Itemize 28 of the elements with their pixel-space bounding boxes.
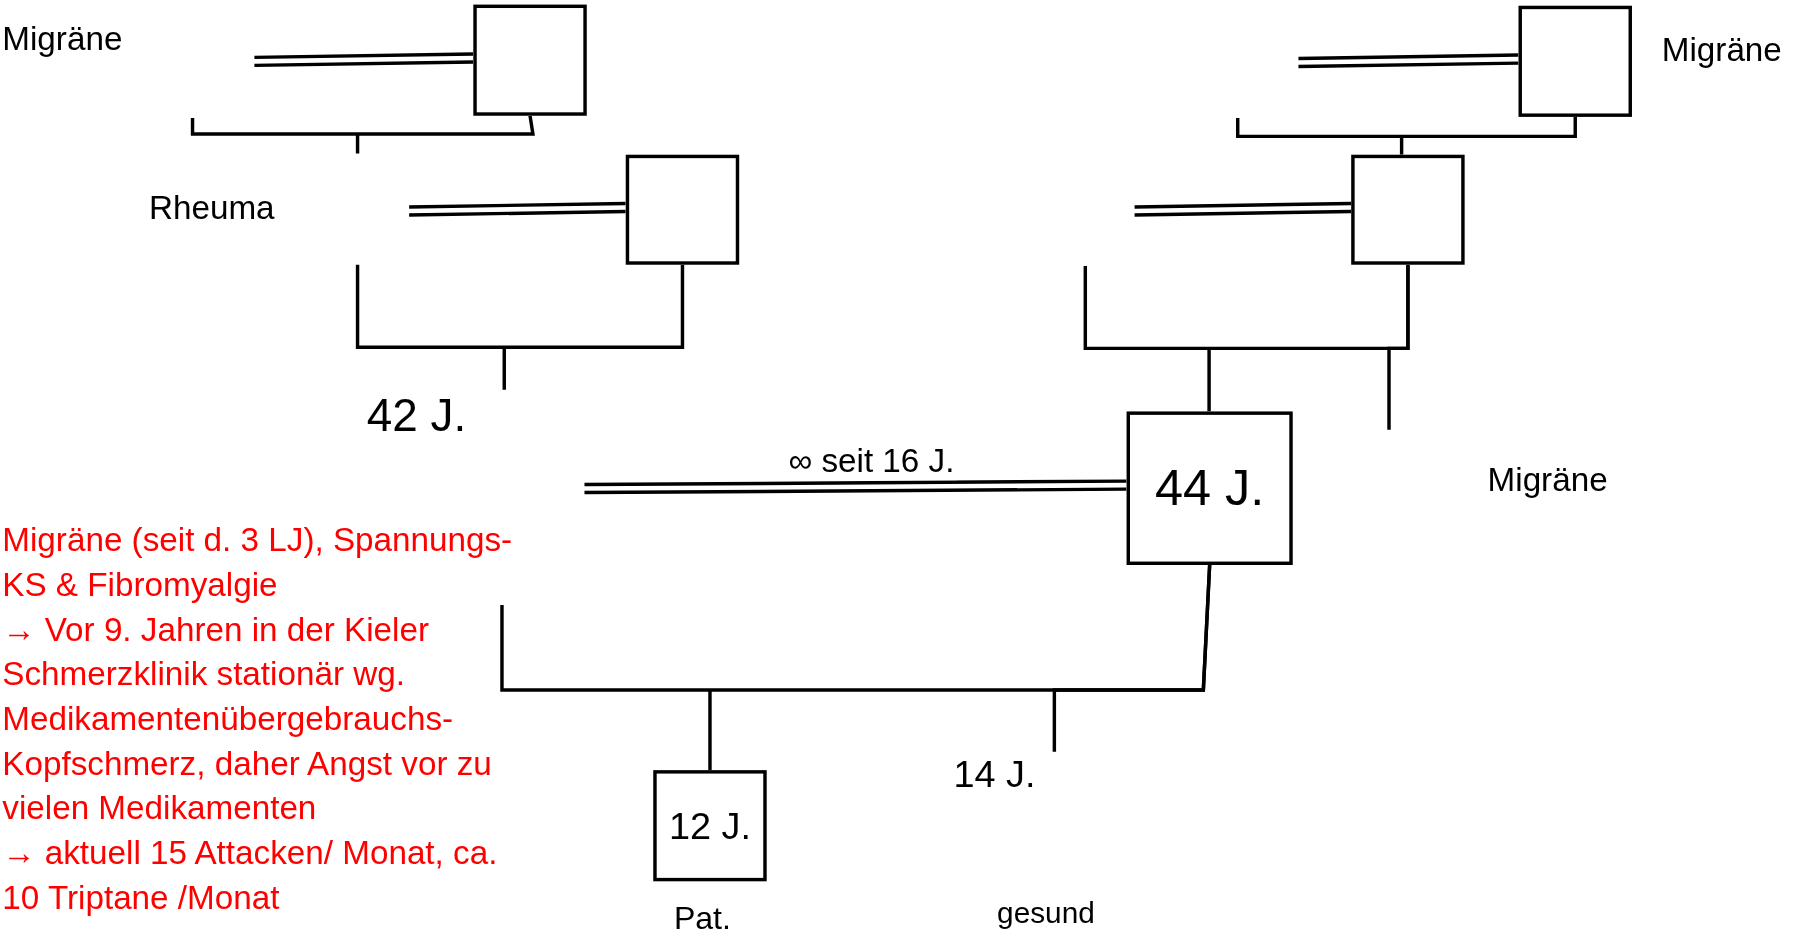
square-symbol: [1351, 154, 1465, 265]
diagnosis-text: Migräne: [1487, 460, 1608, 499]
square-symbol: [653, 770, 767, 882]
age-text: 42 J.: [366, 389, 505, 441]
note-text: → aktuell 15 Attacken/ Monat, ca. 10 Triptane /Monat: [2, 833, 499, 918]
partner-line: [1296, 53, 1521, 69]
status-text: gesund: [997, 896, 1095, 931]
diagnosis-text: Migräne: [2, 20, 123, 59]
descent-line: [1236, 115, 1577, 157]
diagnosis-text: Migräne: [1661, 30, 1782, 70]
note-text: Migräne (seit d. 3 LJ), Spannungs-KS & Fibromyalgie: [2, 520, 514, 605]
age-text: 12 J.: [668, 803, 751, 848]
descent-line: [190, 114, 535, 156]
square-symbol: [1518, 5, 1632, 117]
partner-line: [582, 479, 1129, 495]
diagnosis-text: Rheuma: [149, 189, 275, 228]
age-text: 14 J.: [953, 751, 1055, 798]
descent-line: [1387, 264, 1410, 430]
partner-line: [407, 201, 628, 217]
square-symbol: [473, 4, 587, 116]
square-symbol: [625, 154, 740, 265]
note-text: → Vor 9. Jahren in der Kieler Schmerzklinik stationär wg. Medikamentenübergebrauchs-Kopfschmerz, daher Angst vor zu vielen Medikamenten: [2, 609, 493, 829]
descent-line: [355, 263, 685, 392]
descent-line: [1052, 564, 1212, 752]
square-symbol: [1126, 411, 1293, 565]
partner-line: [1132, 201, 1353, 217]
patient-caption: Pat.: [673, 900, 731, 938]
age-text: 44 J.: [1155, 459, 1265, 517]
